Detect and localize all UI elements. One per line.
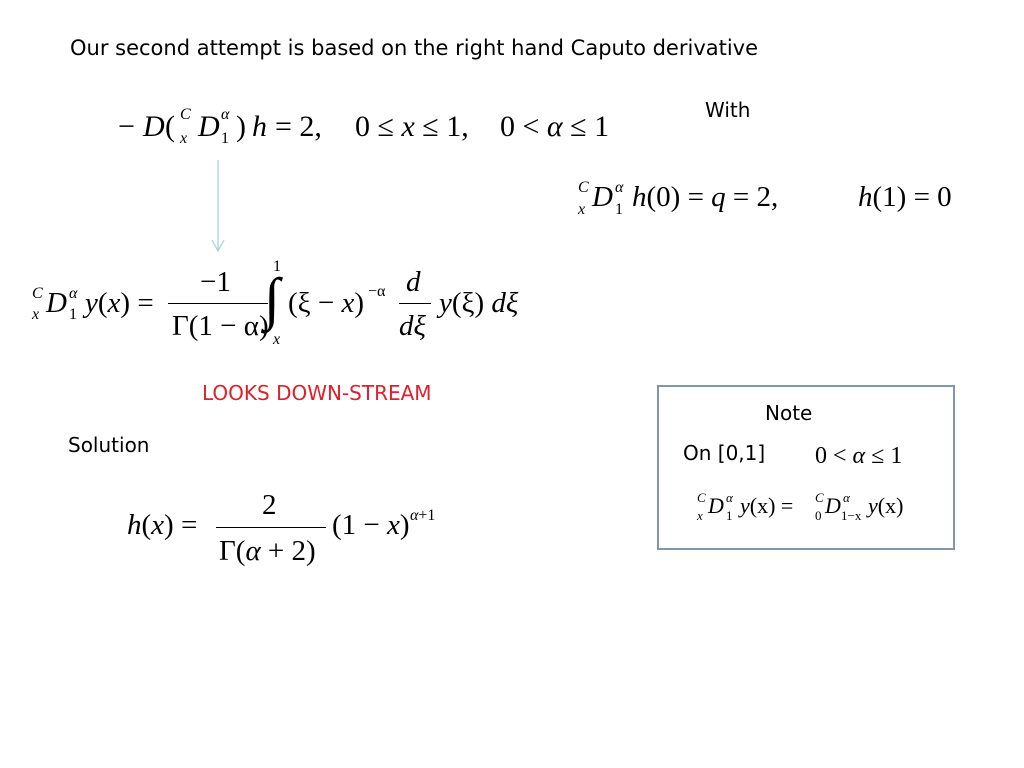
eq1-sup-c: C [180, 106, 191, 123]
note-title: Note [765, 401, 813, 425]
with-label: With [705, 98, 751, 122]
sol-factor: (1 − x) [332, 509, 410, 541]
note-sup-c: C [697, 490, 706, 505]
bc-d: D [592, 181, 613, 213]
sol-lhs: h(x) = [127, 509, 198, 541]
def-frac-num: −1 [200, 266, 231, 298]
sol-frac-den: Γ(α + 2) [219, 535, 316, 567]
def-d-bar [399, 303, 431, 305]
def-sup-alpha: α [69, 285, 78, 302]
def-sub-x: x [32, 306, 40, 323]
eq1-sub-x: x [180, 130, 188, 147]
eq1-sub-1: 1 [221, 130, 229, 147]
eq1-cond1: 0 ≤ x ≤ 1, [355, 110, 469, 143]
sol-frac-num: 2 [262, 489, 277, 521]
note-sup-c2: C [815, 490, 824, 505]
def-frac-den: Γ(1 − α) [172, 310, 269, 342]
eq1-d2: D [198, 110, 220, 143]
note-sub-1: 1 [726, 508, 733, 523]
eq1-rhs: = 2, [275, 110, 322, 143]
note-interval: On [0,1] [683, 441, 766, 465]
bc-left: h(0) = q = 2, [632, 181, 779, 213]
bc-sup-c: C [578, 179, 589, 196]
bc-sup-alpha: α [615, 179, 624, 196]
note-sub-x: x [697, 508, 703, 523]
eq1-h: h [252, 110, 267, 143]
note-box [657, 385, 955, 550]
def-d: D [46, 287, 67, 319]
note-sup-alpha2: α [843, 490, 850, 505]
eq1-d: D [143, 110, 165, 143]
def-tail: y(ξ) dξ [439, 287, 519, 319]
eq1-minus: − [118, 110, 135, 143]
sol-exp: α+1 [410, 507, 436, 524]
def-d-num: d [406, 266, 421, 298]
note-lhs: y(x) = [740, 493, 794, 518]
def-sub-1: 1 [69, 306, 77, 323]
sol-frac-bar [216, 527, 326, 529]
eq1-cond2: 0 < α ≤ 1 [500, 110, 610, 143]
def-int-lower: x [273, 331, 281, 348]
bc-sub-1: 1 [615, 201, 623, 218]
note-sub-1mx: 1−x [841, 508, 862, 523]
bc-right: h(1) = 0 [858, 181, 952, 213]
looks-downstream-label: LOOKS DOWN-STREAM [202, 381, 432, 405]
def-int-upper: 1 [273, 258, 281, 275]
def-kernel-exp: −α [368, 283, 386, 300]
integral-sign-icon: ∫ [264, 266, 280, 331]
slide-heading: Our second attempt is based on the right… [70, 36, 759, 60]
eq1-open: ( [165, 110, 175, 143]
note-d: D [708, 493, 724, 518]
note-d2: D [825, 493, 841, 518]
eq1-sup-alpha: α [221, 106, 230, 123]
def-frac-bar [168, 303, 268, 305]
note-rhs: y(x) [868, 493, 904, 518]
def-lhs: y(x) = [85, 287, 154, 319]
note-sub-0: 0 [815, 508, 822, 523]
note-sup-alpha: α [726, 490, 733, 505]
bc-sub-x: x [578, 201, 586, 218]
def-d-den: dξ [399, 310, 426, 342]
eq1-close: ) [236, 110, 246, 143]
note-alpha-range: 0 < α ≤ 1 [815, 443, 903, 469]
solution-label: Solution [68, 433, 150, 457]
def-sup-c: C [32, 285, 43, 302]
def-kernel: (ξ − x) [288, 287, 364, 319]
